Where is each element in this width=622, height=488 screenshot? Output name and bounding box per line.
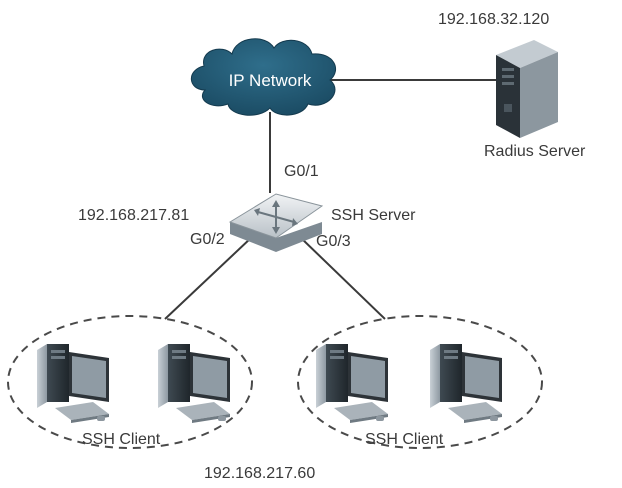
port-uplink-label: G0/1 [284,163,319,180]
switch-ip: 192.168.217.81 [78,207,190,224]
port-left-label: G0/2 [190,231,225,248]
ssh-client-right-label: SSH Client [365,431,444,448]
radius-server-ip: 192.168.32.120 [438,11,550,28]
ip-network-cloud: IP Network [190,38,336,116]
cloud-label: IP Network [229,71,312,90]
radius-server-label: Radius Server [484,143,586,160]
ssh-server-switch-icon [228,193,324,252]
radius-server-icon [496,40,558,138]
client-pc-icon [430,344,502,423]
link-switch-left [164,236,253,320]
link-switch-right [299,236,386,320]
client-subnet-ip: 192.168.217.60 [204,465,316,482]
ssh-client-group-left [7,315,253,449]
ssh-client-group-right [297,315,543,449]
client-pc-icon [37,344,109,423]
port-right-label: G0/3 [316,233,351,250]
client-pc-icon [316,344,388,423]
ssh-server-label: SSH Server [331,207,416,224]
ssh-client-left-label: SSH Client [82,431,161,448]
client-pc-icon [158,344,230,423]
